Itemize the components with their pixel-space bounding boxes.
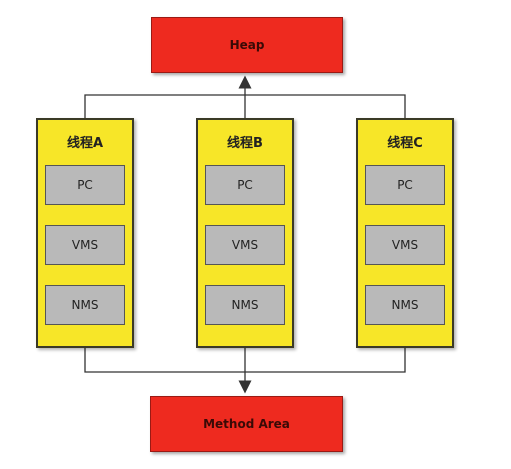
method-area-box: Method Area	[150, 396, 343, 452]
bottom-connector	[84, 348, 406, 394]
thread-a-title: 线程A	[66, 136, 104, 151]
method-area-label: Method Area	[203, 417, 290, 431]
heap-box: Heap	[151, 17, 343, 73]
thread-b-box: 线程B PC VMS NMS	[196, 118, 294, 348]
thread-c-vms: VMS	[365, 225, 445, 265]
thread-a-nms: NMS	[45, 285, 125, 325]
thread-b-pc: PC	[205, 165, 285, 205]
thread-c-box: 线程C PC VMS NMS	[356, 118, 454, 348]
thread-b-vms: VMS	[205, 225, 285, 265]
thread-c-pc: PC	[365, 165, 445, 205]
thread-b-nms: NMS	[205, 285, 285, 325]
thread-b-title: 线程B	[227, 136, 263, 151]
thread-a-pc: PC	[45, 165, 125, 205]
heap-label: Heap	[229, 38, 265, 52]
thread-a-vms: VMS	[45, 225, 125, 265]
thread-c-nms: NMS	[365, 285, 445, 325]
thread-c-title: 线程C	[387, 136, 423, 151]
top-connector	[84, 75, 406, 118]
thread-a-box: 线程A PC VMS NMS	[36, 118, 134, 348]
